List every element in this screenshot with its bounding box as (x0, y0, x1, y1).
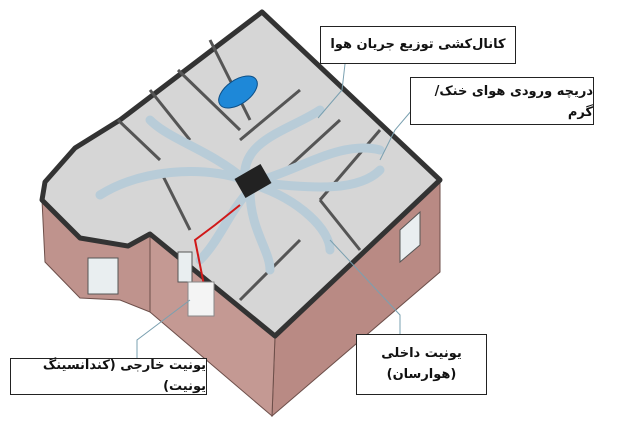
air-ducts (95, 105, 385, 275)
outdoor-condensing-unit (187, 281, 215, 317)
indoor-unit (234, 163, 272, 199)
leader-lines (136, 63, 413, 358)
supply-grille-label: دریچه ورودی هوای خنک/ گرم (410, 77, 594, 125)
outdoor-unit-label: یونیت خارجی (کندانسینگ یونیت) (10, 358, 207, 395)
duct-distribution-text: کانال‌کشی توزیع جریان هوا (330, 36, 506, 52)
indoor-unit-label: یونیت داخلی (هوارسان) (356, 334, 487, 395)
interior-walls (116, 39, 382, 302)
indoor-unit-text-line2: (هوارسان) (386, 366, 457, 382)
duct-distribution-label: کانال‌کشی توزیع جریان هوا (320, 26, 516, 64)
windows (87, 210, 421, 295)
supply-grille-text: دریچه ورودی هوای خنک/ گرم (434, 84, 593, 120)
indoor-unit-text-line1: یونیت داخلی (381, 345, 462, 361)
refrigerant-line (193, 204, 241, 291)
outdoor-unit-text: یونیت خارجی (کندانسینگ یونیت) (42, 357, 206, 394)
car (218, 75, 258, 109)
